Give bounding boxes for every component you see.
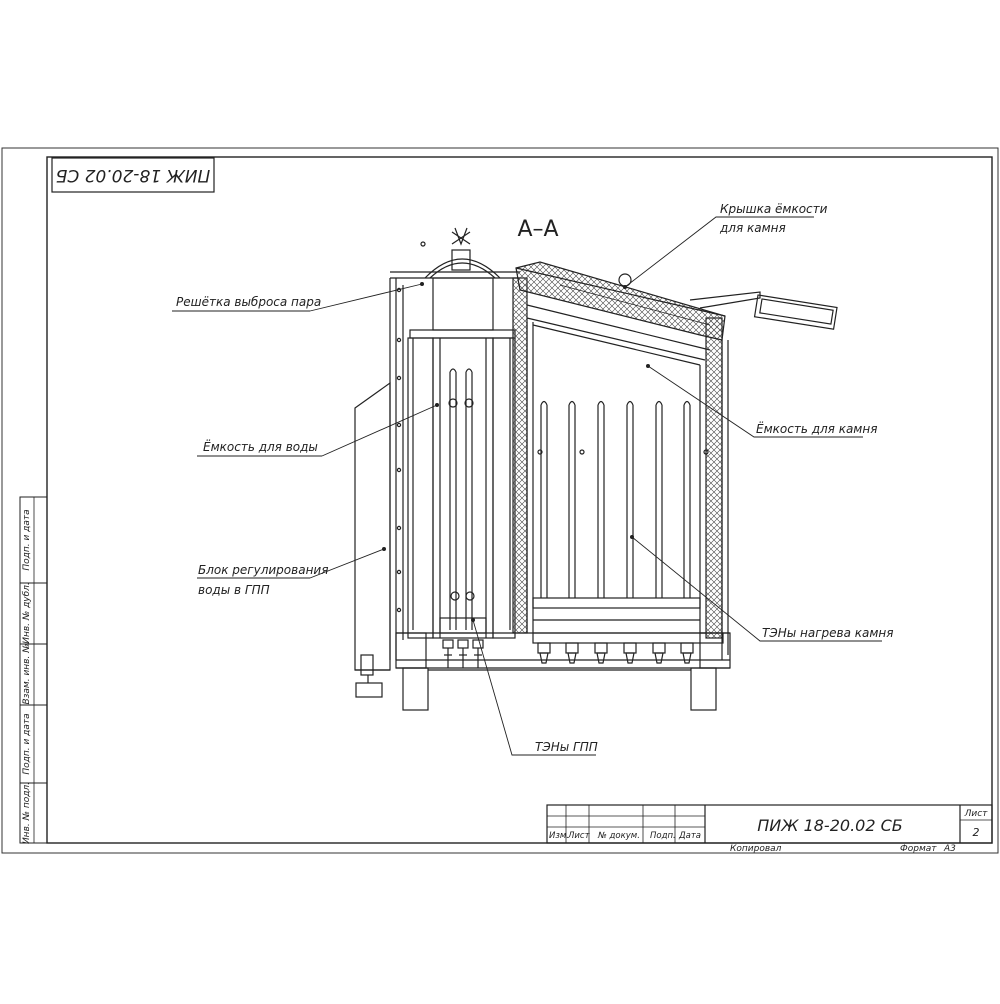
side-strip-label-3: Взам. инв. №	[22, 643, 32, 704]
leader-lines	[172, 216, 882, 756]
stone-heater-1	[540, 400, 548, 598]
top-stamp: ПИЖ 18-20.02 СБ	[51, 157, 215, 193]
title-header-izm: Изм.	[549, 831, 569, 841]
control-panel	[354, 381, 391, 671]
leg-right	[690, 667, 717, 711]
stone-heater-2	[568, 400, 576, 598]
side-strip-label-4: Подп. и дата	[22, 713, 32, 774]
top-stamp-text: ПИЖ 18-20.02 СБ	[56, 165, 211, 185]
title-copied: Копировал	[730, 844, 782, 854]
callout-stone-heaters: ТЭНы нагрева камня	[762, 626, 893, 640]
leader-dots	[382, 282, 650, 622]
machine-section	[354, 227, 838, 711]
title-format-label: Формат	[900, 844, 937, 854]
title-block	[546, 804, 993, 844]
title-designation: ПИЖ 18-20.02 СБ	[757, 816, 903, 835]
side-strip: Подп. и дата Инв. № дубл. Взам. инв. № П…	[19, 496, 48, 844]
title-header-date: Дата	[678, 831, 701, 841]
callout-water-tank: Ёмкость для воды	[203, 439, 318, 454]
stone-heater-6	[683, 400, 691, 598]
right-insulation	[705, 317, 723, 639]
sheet-border	[1, 147, 999, 854]
stone-heater-5	[655, 400, 663, 598]
callout-steam-grid: Решётка выброса пара	[176, 295, 321, 309]
gpp-heater-2	[465, 368, 473, 630]
callout-stone-tank: Ёмкость для камня	[756, 421, 877, 436]
stone-heater-3	[597, 400, 605, 598]
title-header-sign: Подп.	[650, 831, 676, 841]
title-sheet-label: Лист	[964, 809, 989, 819]
leg-left	[402, 667, 429, 711]
side-strip-label-2: Инв. № дубл.	[22, 582, 32, 644]
title-header-doc: № докум.	[597, 831, 640, 841]
water-tank	[432, 277, 494, 331]
left-insulation	[512, 277, 528, 634]
title-format-value: А3	[943, 844, 956, 854]
title-header-list: Лист	[567, 831, 591, 841]
stone-heater-4	[626, 400, 634, 598]
callout-lid-line1: Крышка ёмкости	[720, 202, 828, 216]
callout-gpp-heaters: ТЭНы ГПП	[535, 740, 598, 754]
callout-lid-line2: для камня	[719, 221, 786, 235]
side-strip-label-1: Подп. и дата	[22, 509, 32, 570]
side-strip-label-5: Инв. № подл.	[22, 782, 32, 844]
gpp-heater-1	[449, 368, 457, 630]
callout-regulation-line1: Блок регулирования	[198, 563, 328, 577]
section-label: А–А	[517, 217, 558, 242]
title-sheet-number: 2	[973, 826, 980, 839]
callout-regulation-line2: воды в ГПП	[198, 583, 270, 597]
steam-grid-dome	[424, 258, 501, 279]
lid-handle	[689, 291, 761, 309]
